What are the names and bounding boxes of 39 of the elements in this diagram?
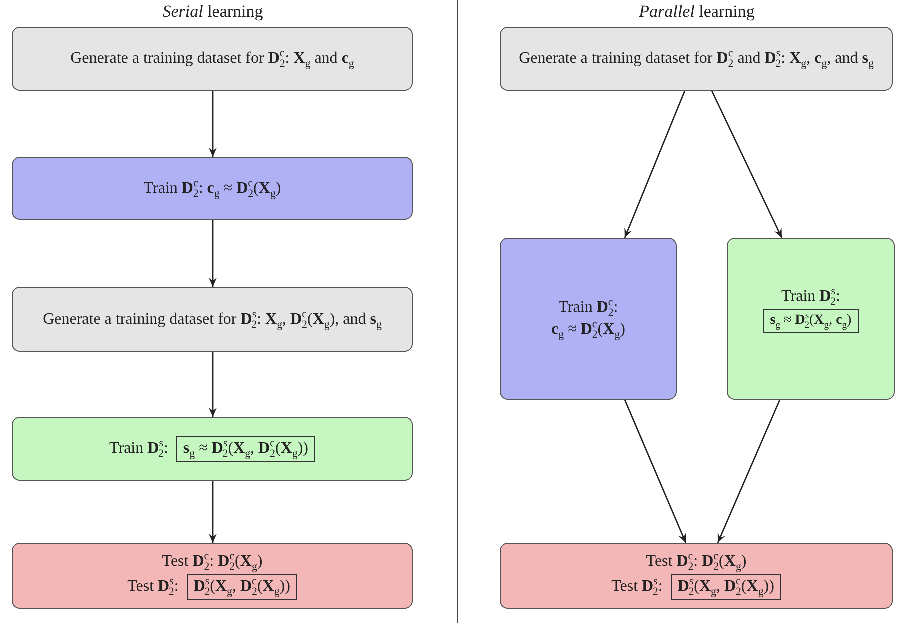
node-text: D$^{s}$$_{2}$(X$_{g}$, D$^{c}$$_{2}$(X$_{g}$)) — [194, 577, 290, 597]
process-box — [500, 543, 893, 609]
process-box — [12, 417, 413, 481]
formula-frame — [670, 574, 782, 600]
arrow — [209, 220, 217, 287]
arrow — [209, 352, 217, 417]
arrow — [624, 90, 686, 238]
node-text: Generate a training dataset for D$^{s}$$_{2}$: X$_{g}$, D$^{c}$$_{2}$(X$_{g}$), and s$_{g}$ — [43, 310, 382, 330]
formula-frame — [763, 309, 859, 332]
node-text: Generate a training dataset for D$^{c}$$_{2}$ and D$^{s}$$_{2}$: X$_{g}$, c$_{g}$, and s$_{g}$ — [519, 49, 874, 69]
process-box — [12, 543, 413, 609]
node-text: Test D$^{s}$$_{2}$: — [128, 577, 179, 597]
process-box — [12, 287, 413, 352]
arrow — [624, 400, 687, 544]
arrow — [711, 90, 783, 238]
node-text: s$_{g}$ ≈ D$^{s}$$_{2}$(X$_{g}$, c$_{g}$) — [770, 312, 852, 330]
arrow — [209, 481, 217, 543]
node-text: Train D$^{s}$$_{2}$: — [782, 287, 840, 307]
formula-frame — [186, 574, 298, 600]
column-heading: Parallel learning — [639, 2, 755, 22]
node-text: Generate a training dataset for D$^{c}$$_{2}$: X$_{g}$ and c$_{g}$ — [70, 49, 354, 69]
node-text: Test D$^{c}$$_{2}$: D$^{c}$$_{2}$(X$_{g}$) — [646, 552, 747, 572]
node-text: D$^{s}$$_{2}$(X$_{g}$, D$^{c}$$_{2}$(X$_{g}$)) — [678, 577, 774, 597]
process-box — [12, 27, 413, 91]
column-heading: Serial learning — [162, 2, 264, 22]
process-box — [12, 157, 413, 220]
process-box — [500, 238, 677, 400]
formula-frame — [176, 436, 316, 462]
arrow — [717, 400, 781, 544]
arrow — [209, 91, 217, 157]
node-text: Test D$^{s}$$_{2}$: — [612, 577, 663, 597]
node-text: Train D$^{c}$$_{2}$: — [558, 298, 618, 318]
process-box — [727, 238, 895, 400]
node-text: s$_{g}$ ≈ D$^{s}$$_{2}$(X$_{g}$, D$^{c}$$_{2}$(X$_{g}$)) — [183, 439, 308, 459]
node-text: c$_{g}$ ≈ D$^{c}$$_{2}$(X$_{g}$) — [552, 320, 626, 340]
node-text: Test D$^{c}$$_{2}$: D$^{c}$$_{2}$(X$_{g}$) — [162, 552, 263, 572]
process-box — [500, 27, 893, 91]
node-text: Train D$^{c}$$_{2}$: c$_{g}$ ≈ D$^{c}$$_{2}$(X$_{g}$) — [144, 178, 282, 198]
node-text: Train D$^{s}$$_{2}$: — [110, 439, 168, 459]
